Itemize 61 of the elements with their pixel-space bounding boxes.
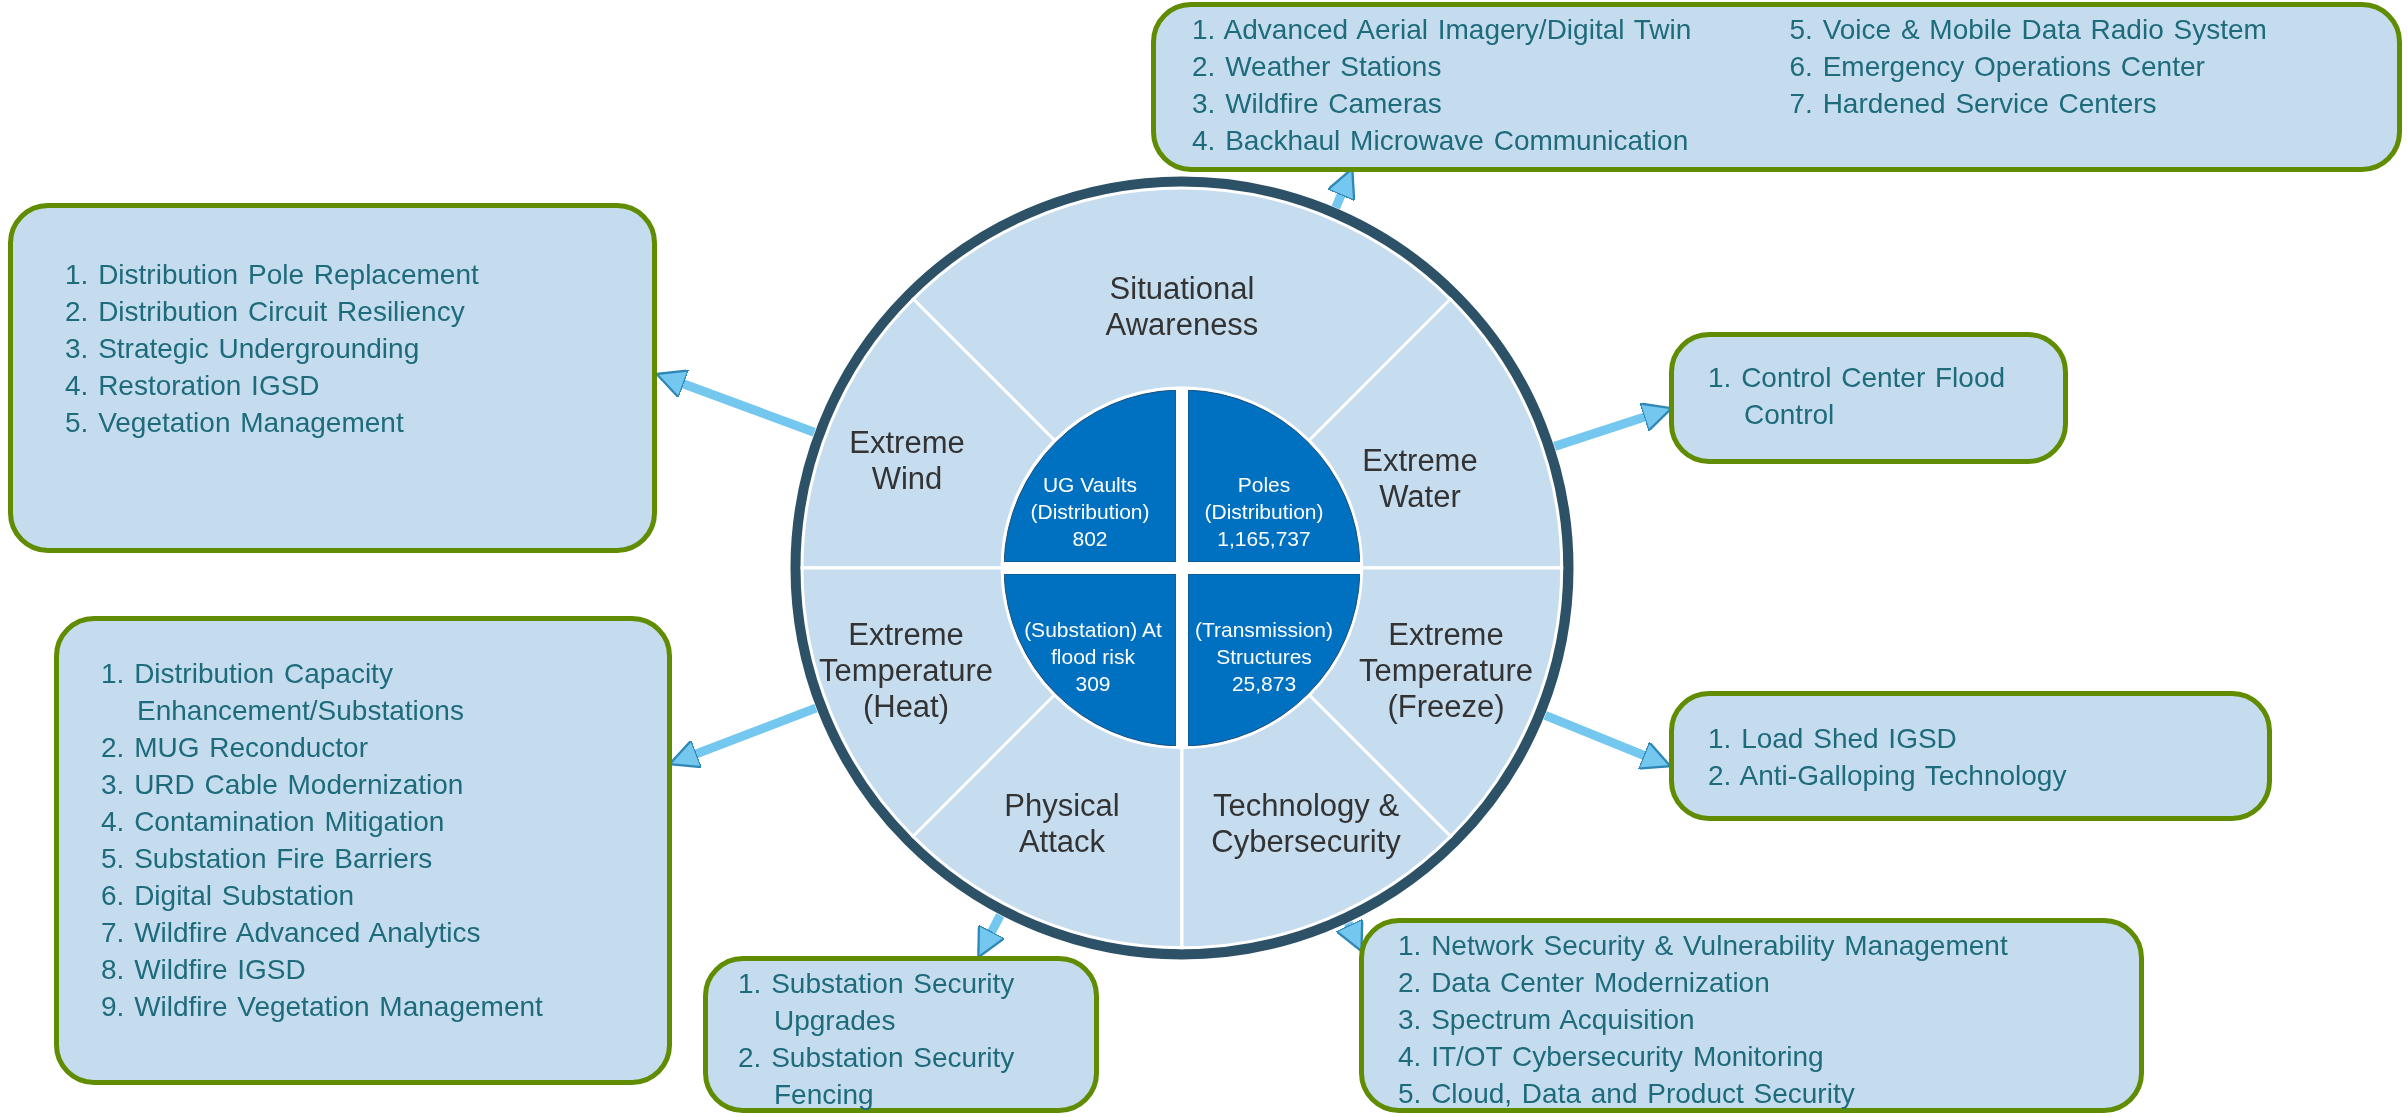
list-item: 2. Anti-Galloping Technology (1708, 759, 2068, 793)
list-box (8, 203, 657, 553)
asset-count: 309 (1074, 670, 1112, 697)
quadrant (1004, 574, 1176, 746)
list-item: 4. Restoration IGSD (65, 369, 321, 403)
quadrant (1004, 390, 1176, 562)
list-item: 6. Digital Substation (101, 879, 356, 913)
list-item: 1. Advanced Aerial Imagery/Digital Twin (1192, 13, 1693, 47)
list-item: 4. Contamination Mitigation (101, 805, 446, 839)
list-item: 7. Wildfire Advanced Analytics (101, 916, 482, 950)
list-item: 1. Network Security & Vulnerability Management (1398, 929, 2009, 963)
list-item: 8. Wildfire IGSD (101, 953, 307, 987)
list-item: 5. Substation Fire Barriers (101, 842, 434, 876)
sector-label: Extreme Temperature (Heat) (818, 617, 994, 725)
asset-label: (Transmission) Structures (1193, 616, 1335, 670)
arrow (977, 913, 1006, 959)
list-item: 2. Distribution Circuit Resiliency (65, 295, 466, 329)
list-box (1669, 691, 2272, 821)
list-item: 9. Wildfire Vegetation Management (101, 990, 544, 1024)
list-item: 7. Hardened Service Centers (1789, 87, 2158, 121)
list-item: 6. Emergency Operations Center (1789, 50, 2206, 84)
list-item: 1. Substation Security Upgrades (738, 967, 1016, 1038)
list-box (1359, 918, 2144, 1113)
list-item: 5. Vegetation Management (65, 406, 405, 440)
list-item: 2. Data Center Modernization (1398, 966, 1771, 1000)
list-item: 3. Spectrum Acquisition (1398, 1003, 1696, 1037)
list-item: 5. Voice & Mobile Data Radio System (1789, 13, 2268, 47)
list-item: 1. Control Center Flood Control (1708, 361, 2007, 432)
list-item: 1. Load Shed IGSD (1708, 722, 1958, 756)
sector-label: Technology & Cybersecurity (1210, 788, 1402, 860)
sector-label: Situational Awareness (1104, 271, 1260, 343)
arrow (655, 369, 816, 437)
sector-label: Physical Attack (1003, 788, 1121, 860)
sector-label: Extreme Temperature (Freeze) (1357, 617, 1534, 725)
sector-label: Extreme Wind (848, 425, 966, 497)
sector-label: Extreme Water (1361, 443, 1479, 515)
quadrant (1188, 390, 1360, 562)
list-item: 3. Wildfire Cameras (1192, 87, 1443, 121)
list-item: 2. Weather Stations (1192, 50, 1443, 84)
arrow (1543, 711, 1672, 770)
list-item: 4. IT/OT Cybersecurity Monitoring (1398, 1040, 1825, 1074)
list-item: 1. Distribution Pole Replacement (65, 258, 480, 292)
list-item: 4. Backhaul Microwave Communication (1192, 124, 1690, 158)
list-box (54, 616, 672, 1085)
list-item: 2. MUG Reconductor (101, 731, 369, 765)
asset-count: 25,873 (1230, 670, 1298, 697)
asset-count: 1,165,737 (1216, 525, 1312, 552)
arrow (1335, 917, 1364, 953)
quadrant (1188, 574, 1360, 746)
asset-label: Poles (Distribution) (1203, 471, 1325, 525)
list-box (1669, 332, 2068, 464)
list-item: 5. Cloud, Data and Product Security (1398, 1077, 1856, 1111)
asset-label: UG Vaults (Distribution) (1029, 471, 1151, 525)
asset-count: 802 (1071, 525, 1109, 552)
list-item: 2. Substation Security Fencing (738, 1041, 1016, 1112)
list-box (1151, 2, 2402, 172)
list-box (703, 956, 1099, 1113)
list-item: 3. URD Cable Modernization (101, 768, 465, 802)
list-item: 1. Distribution Capacity Enhancement/Substations (101, 657, 465, 728)
list-item: 3. Strategic Undergrounding (65, 332, 421, 366)
asset-label: (Substation) At flood risk (1023, 616, 1163, 670)
